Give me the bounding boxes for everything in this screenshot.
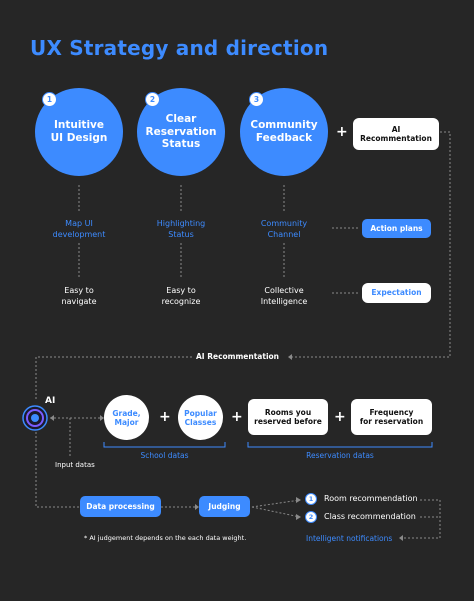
- action-plans-pill: Action plans: [362, 219, 431, 238]
- ai-orb-icon: [22, 405, 48, 431]
- room-recommendation-label: Room recommendation: [324, 494, 418, 503]
- output-number-badge: 2: [305, 511, 317, 523]
- class-recommendation-label: Class recommendation: [324, 512, 416, 521]
- plus-sign: +: [336, 124, 348, 140]
- ai-label: AI: [45, 396, 56, 406]
- strategy-circle-intuitive-ui: Intuitive UI Design: [35, 88, 123, 176]
- input-datas-label: Input datas: [55, 461, 95, 469]
- expectation-pill: Expectation: [362, 283, 431, 303]
- footnote: * AI judgement depends on the each data …: [84, 534, 247, 542]
- school-datas-label: School datas: [140, 451, 189, 460]
- output-number-badge: 1: [305, 493, 317, 505]
- method-label: Map UI development: [52, 219, 106, 239]
- strategy-number-badge: 3: [249, 92, 264, 107]
- reservation-datas-label: Reservation datas: [306, 451, 374, 460]
- input-grade-major: Grade, Major: [104, 395, 149, 440]
- strategy-number-badge: 1: [42, 92, 57, 107]
- plus-sign: +: [159, 409, 171, 425]
- strategy-number-badge: 2: [145, 92, 160, 107]
- goal-label: Collective Intelligence: [260, 286, 308, 306]
- input-rooms-reserved: Rooms you reserved before: [248, 399, 328, 435]
- plus-sign: +: [334, 409, 346, 425]
- goal-label: Easy to navigate: [61, 286, 97, 306]
- method-label: Highlighting Status: [156, 219, 206, 239]
- data-processing-box: Data processing: [80, 496, 161, 517]
- judging-box: Judging: [199, 496, 250, 517]
- input-popular-classes: Popular Classes: [178, 395, 223, 440]
- intelligent-notifications-label: Intelligent notifications: [306, 534, 393, 543]
- ai-recommentation-label: AI Recommentation: [196, 352, 280, 361]
- page-title: UX Strategy and direction: [30, 36, 329, 60]
- plus-sign: +: [231, 409, 243, 425]
- goal-label: Easy to recognize: [161, 286, 201, 306]
- ai-recommendation-box: AI Recommentation: [353, 118, 439, 150]
- input-frequency-reservation: Frequency for reservation: [351, 399, 432, 435]
- method-label: Community Channel: [260, 219, 308, 239]
